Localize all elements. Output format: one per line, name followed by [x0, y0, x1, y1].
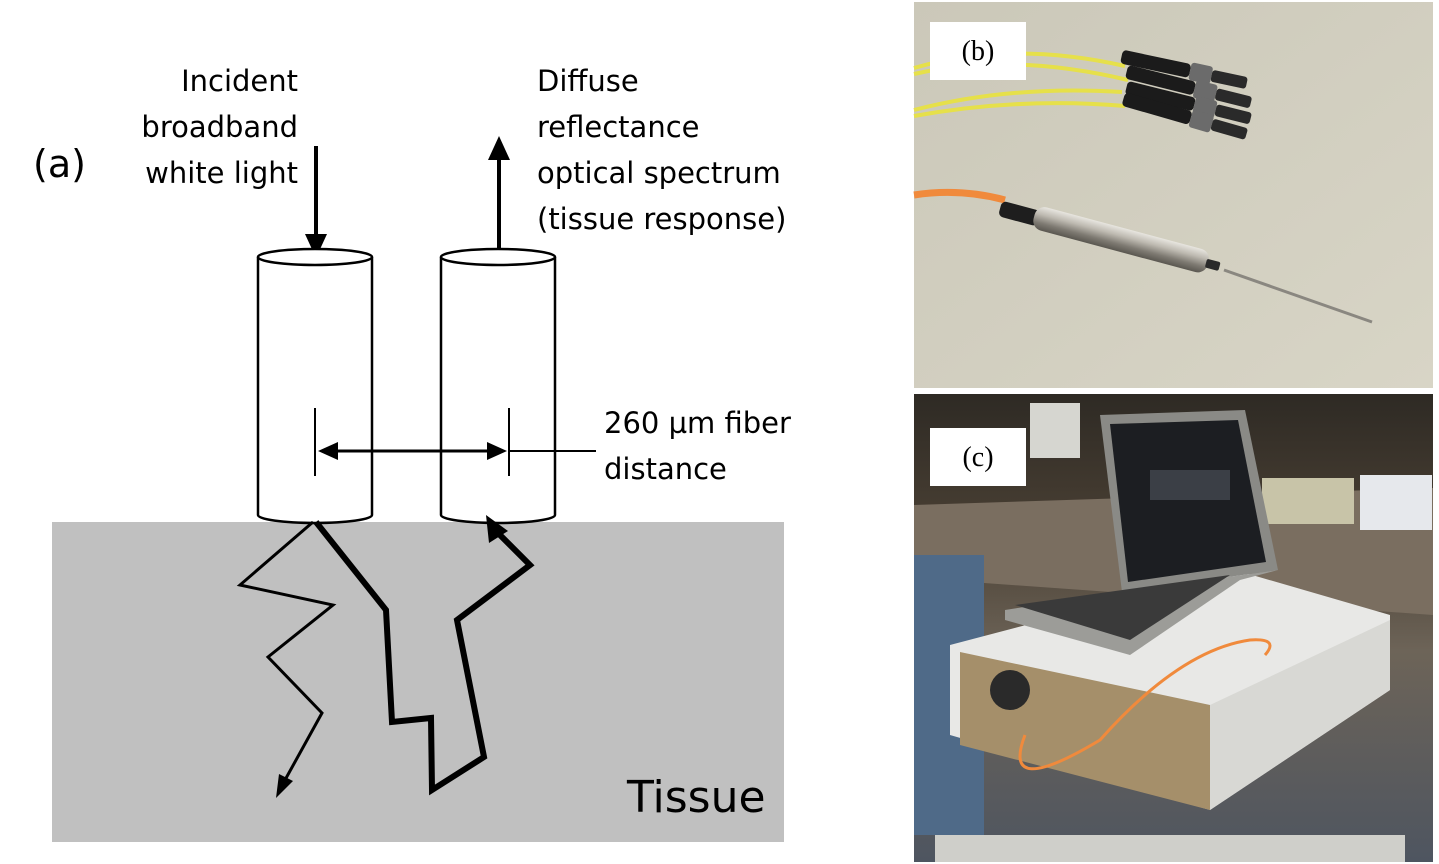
distance-text-line1: 260 µm fiber	[604, 406, 791, 440]
incident-text-line1: Incident	[181, 64, 298, 98]
tissue-label: Tissue	[626, 772, 766, 823]
diffuse-text-line3: optical spectrum	[537, 156, 781, 190]
incident-text-line2: broadband	[141, 110, 298, 144]
tissue-block	[52, 522, 784, 842]
detector-fiber-cylinder	[439, 247, 557, 525]
scattered-light-path	[236, 520, 337, 798]
background-printer	[1030, 403, 1080, 458]
panel-c-photo: (c)	[914, 394, 1433, 862]
panel-b-label: (b)	[962, 36, 995, 67]
source-fiber-cylinder	[256, 247, 374, 525]
fiber-connectors	[1120, 50, 1252, 140]
diffuse-text-line1: Diffuse	[537, 64, 639, 98]
diffuse-text-line2: reflectance	[537, 110, 700, 144]
fiber-probe	[999, 201, 1373, 324]
orange-fiber-cable	[913, 188, 1006, 204]
background-box	[1360, 475, 1432, 530]
diffuse-text-line4: (tissue response)	[537, 202, 786, 236]
incident-arrow	[305, 146, 327, 258]
laptop-computer	[1005, 410, 1278, 655]
incident-text-line3: white light	[145, 156, 298, 190]
panel-a-label: (a)	[33, 142, 86, 186]
orange-fiber-cable-c	[1018, 638, 1272, 771]
distance-text-line2: distance	[604, 452, 727, 486]
panel-a-diagram: (a) Incident broadband white light Diffu…	[33, 64, 791, 842]
panel-b-photo: (b)	[913, 2, 1433, 388]
panel-c-label: (c)	[962, 442, 993, 473]
reflected-light-path	[313, 515, 535, 796]
reflectance-arrow	[488, 136, 510, 250]
background-balance	[1262, 478, 1354, 524]
fiber-distance-dimension	[314, 408, 596, 476]
